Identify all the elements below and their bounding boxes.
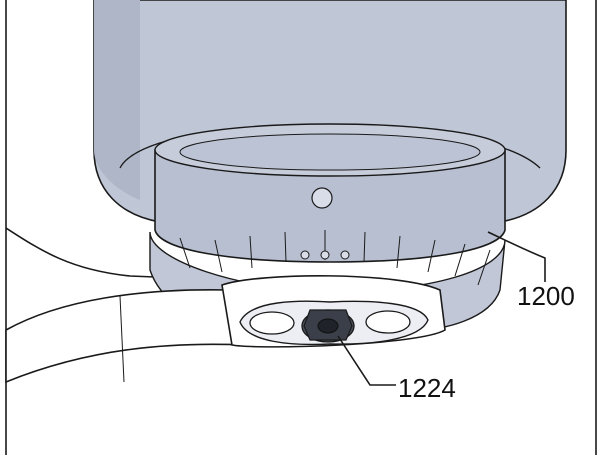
callout-label-1224: 1224 bbox=[398, 373, 456, 403]
tab-hole-right bbox=[365, 310, 411, 334]
handle-edge-line bbox=[119, 295, 125, 383]
tab-hole-left bbox=[249, 311, 295, 335]
hex-nut-bore bbox=[317, 318, 339, 334]
sink-outline bbox=[5, 227, 231, 281]
center-dots bbox=[300, 250, 350, 260]
ring-logo-badge bbox=[311, 187, 333, 209]
mounting-ring bbox=[154, 149, 506, 263]
wrench-handle bbox=[5, 288, 247, 384]
leader-line-b bbox=[337, 335, 396, 386]
flange-ribs bbox=[179, 230, 491, 286]
housing-shadow-left bbox=[94, 0, 140, 200]
callout-label-1200: 1200 bbox=[517, 281, 575, 311]
leader-line-a bbox=[487, 231, 546, 282]
ring-inner-edge bbox=[179, 133, 481, 171]
